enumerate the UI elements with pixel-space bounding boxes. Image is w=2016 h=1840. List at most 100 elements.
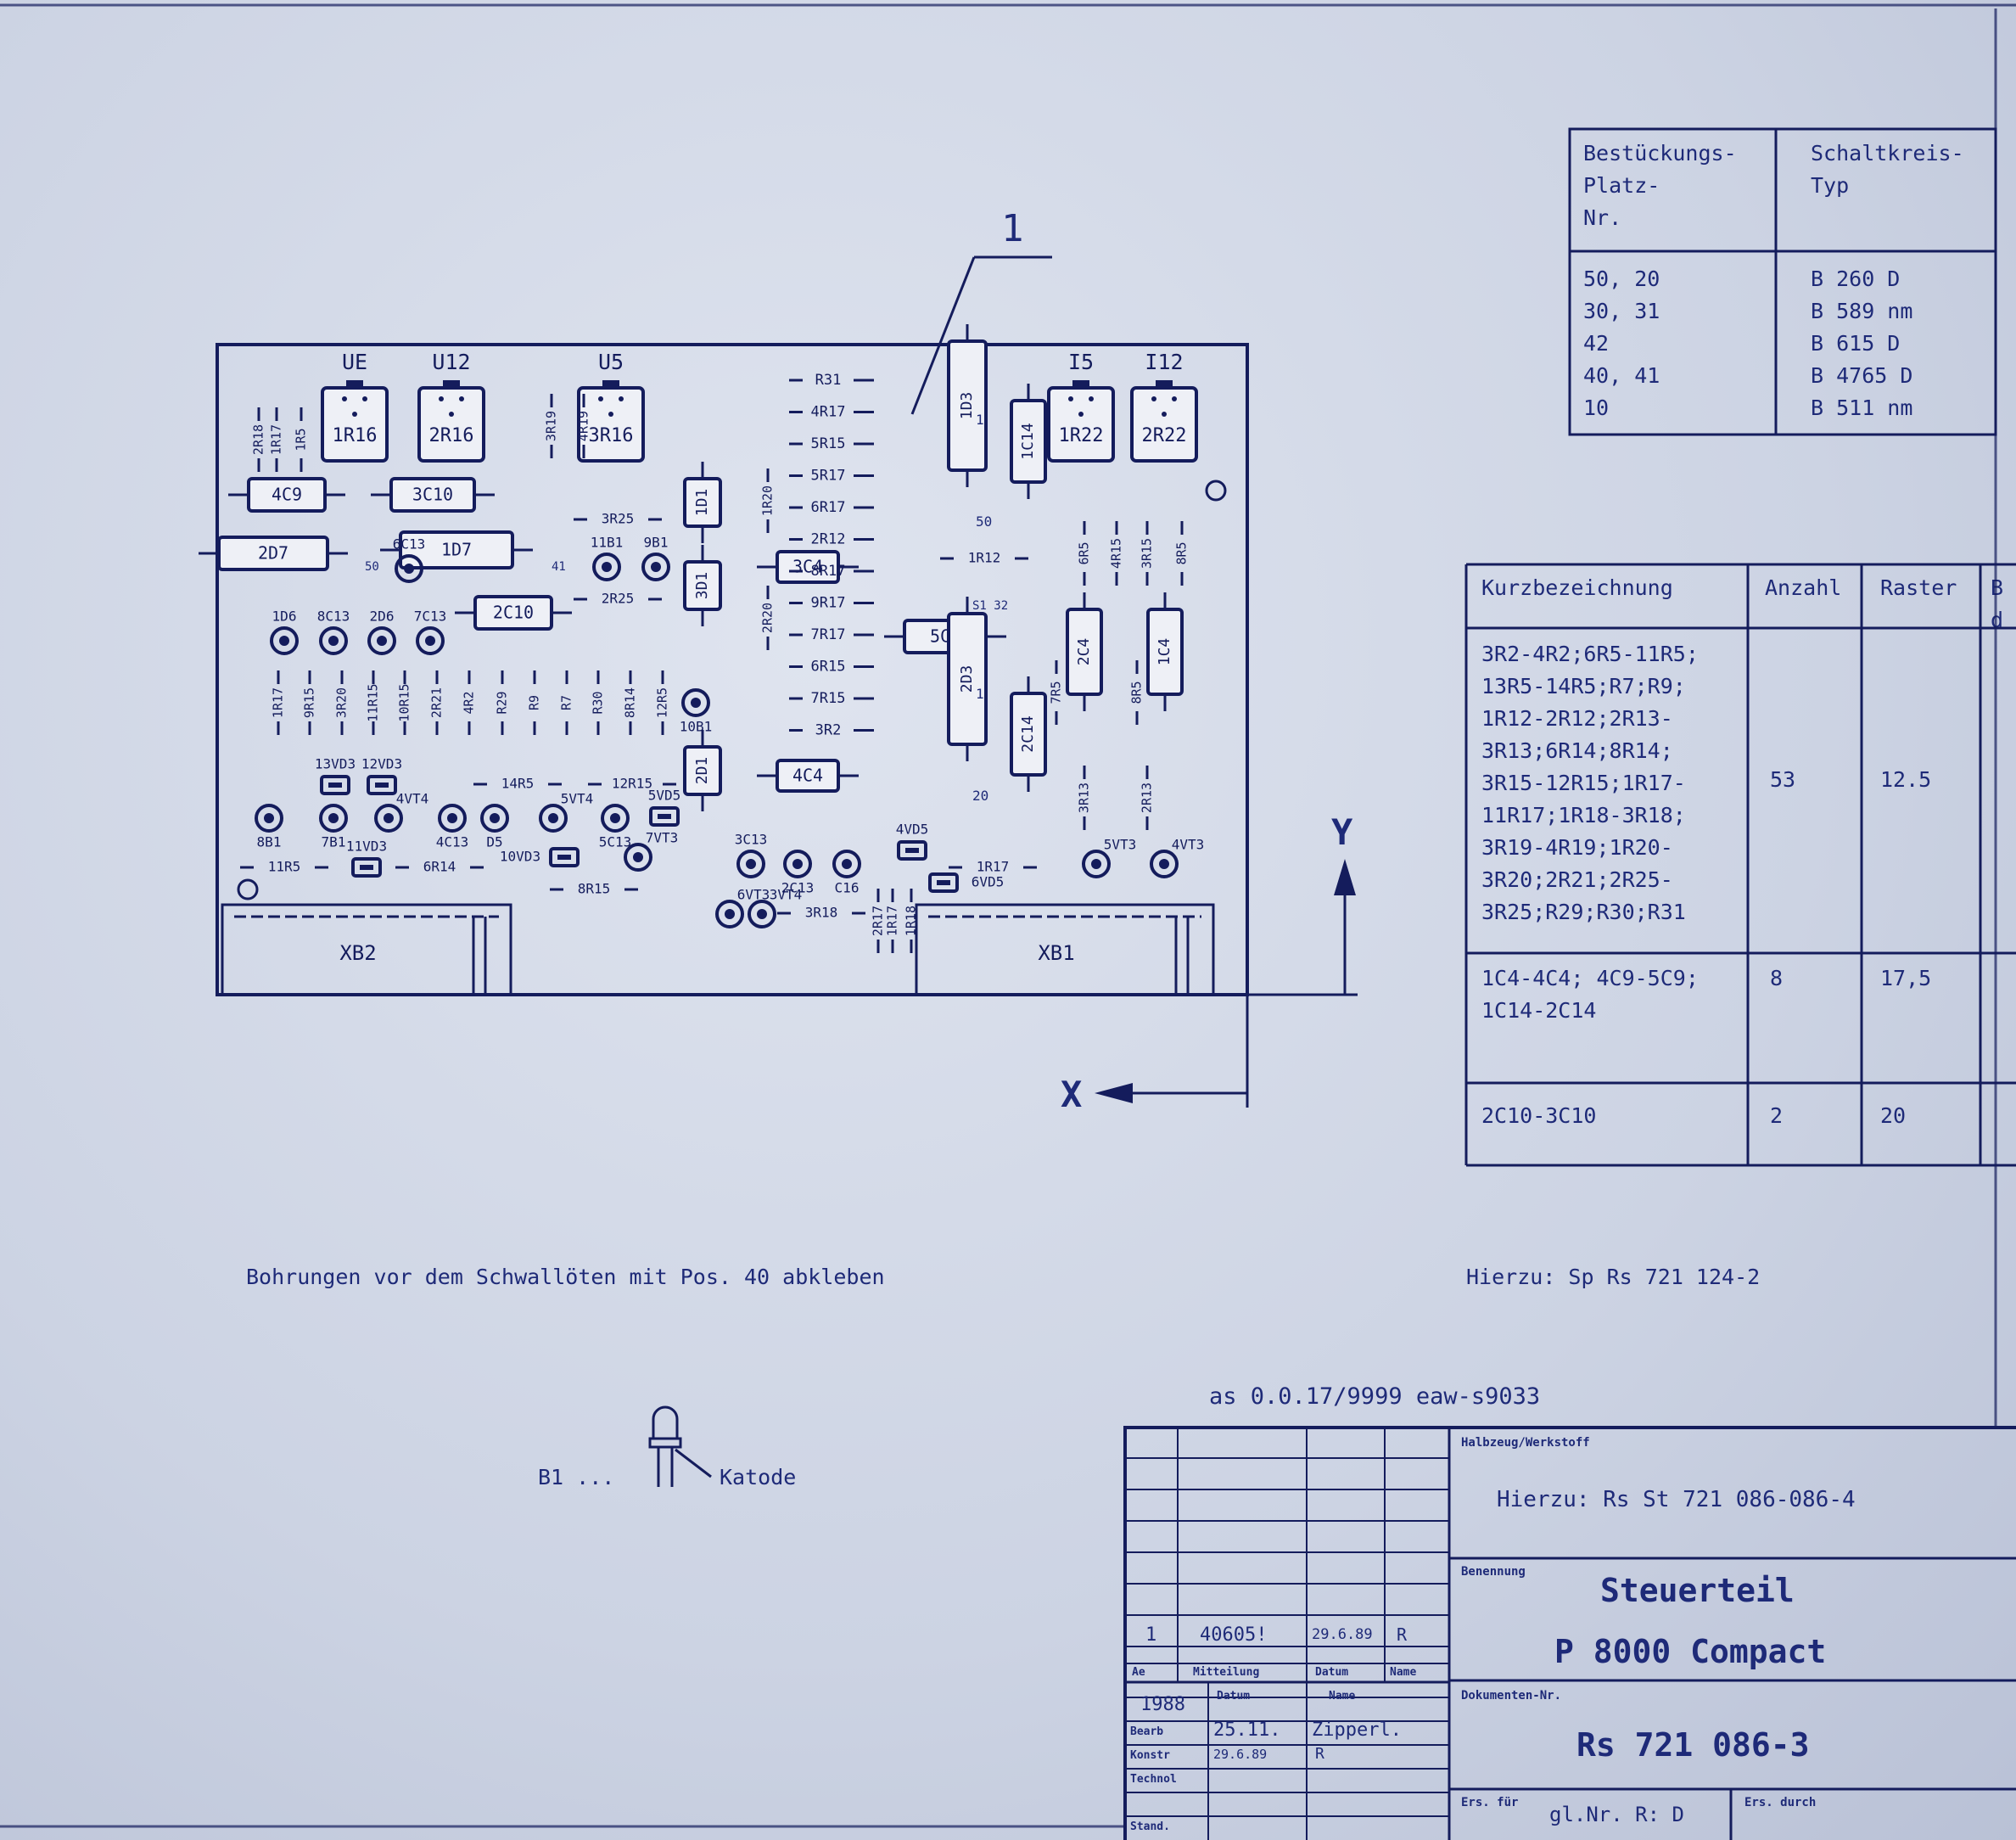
callout-number: 1 bbox=[1001, 207, 1024, 250]
table1-cell-place: 30, 31 bbox=[1583, 299, 1660, 323]
resistor-label: 12R15 bbox=[612, 776, 652, 792]
resistor-label: 3R20 bbox=[334, 687, 350, 718]
round-component-core bbox=[602, 562, 612, 572]
stand-label: Stand. bbox=[1130, 1820, 1170, 1833]
connector-body bbox=[915, 903, 1215, 996]
resistor-label: 1R17 bbox=[271, 687, 286, 718]
resistor-label: 1R17 bbox=[885, 906, 900, 936]
table1-cell-type: B 4765 D bbox=[1811, 363, 1913, 388]
resistor-label: 3R15 bbox=[1140, 538, 1155, 569]
resistor-label: 8R15 bbox=[578, 881, 611, 897]
diode-pad-core bbox=[937, 880, 950, 885]
component-label: 7C13 bbox=[414, 609, 447, 625]
diode-pad-core bbox=[375, 783, 389, 788]
resistor-label: 9R17 bbox=[811, 595, 846, 612]
potentiometer-body bbox=[1047, 386, 1115, 463]
potentiometer-pin bbox=[608, 412, 613, 417]
round-component-core bbox=[548, 813, 558, 823]
potentiometer-pin bbox=[439, 396, 444, 401]
table2-cell-raster: 17,5 bbox=[1880, 966, 1932, 990]
d3-pin50-label: 50 bbox=[976, 513, 993, 530]
potentiometer-pin bbox=[1172, 396, 1177, 401]
component-label: 13VD3 bbox=[315, 756, 356, 772]
round-component bbox=[395, 554, 423, 583]
resistor-label: R9 bbox=[527, 695, 542, 710]
led-b1-label: B1 ... bbox=[538, 1465, 615, 1489]
component-label: 2D1 bbox=[693, 757, 711, 785]
round-component-core bbox=[633, 852, 643, 862]
component-label: 3VT4 bbox=[770, 887, 803, 903]
change-header-index: Ae bbox=[1132, 1666, 1145, 1679]
component-label: 6C13 bbox=[393, 536, 426, 553]
potentiometer-pin bbox=[459, 396, 464, 401]
resistor-label: 11R15 bbox=[366, 683, 381, 721]
title-line-2: P 8000 Compact bbox=[1554, 1633, 1827, 1670]
round-component bbox=[736, 850, 765, 878]
resistor-label: 7R15 bbox=[811, 690, 846, 707]
table2-cell-name: 1C4-4C4; 4C9-5C9; 1C14-2C14 bbox=[1481, 966, 1699, 1023]
component-label: 4C9 bbox=[272, 485, 302, 505]
component-body bbox=[1010, 399, 1047, 484]
component-body bbox=[217, 536, 329, 571]
round-component bbox=[1082, 850, 1111, 878]
diode-pad bbox=[928, 872, 959, 893]
potentiometer-title: U12 bbox=[432, 350, 470, 374]
table1-cell-type: B 589 nm bbox=[1811, 299, 1913, 323]
callout-leader bbox=[910, 256, 976, 415]
potentiometer-label: 2R22 bbox=[1142, 425, 1187, 446]
table1-header-place: Bestückungs- Platz- Nr. bbox=[1583, 141, 1737, 230]
potentiometer-pin bbox=[342, 396, 347, 401]
component-body bbox=[683, 745, 722, 796]
resistor-label: 3R25 bbox=[602, 511, 635, 527]
component-label: 7VT3 bbox=[646, 830, 679, 846]
bearb-label: Bearb bbox=[1130, 1725, 1164, 1738]
year-value: 1988 bbox=[1140, 1694, 1185, 1715]
resistor-label: 4R17 bbox=[811, 404, 846, 421]
resistor-label: 6R5 bbox=[1077, 541, 1092, 564]
round-component-core bbox=[691, 698, 701, 708]
resistor-label: 2R13 bbox=[1140, 783, 1155, 813]
round-component-core bbox=[610, 813, 620, 823]
component-label: 1D6 bbox=[272, 609, 297, 625]
potentiometer-tab bbox=[602, 380, 619, 389]
component-body bbox=[247, 477, 327, 513]
round-component-core bbox=[792, 859, 803, 869]
component-label: 1C14 bbox=[1019, 423, 1037, 459]
round-component-core bbox=[842, 859, 852, 869]
diode-pad-core bbox=[905, 848, 919, 853]
potentiometer-title: I5 bbox=[1068, 350, 1094, 374]
resistor-label: 5R17 bbox=[811, 468, 846, 485]
component-label: 2C4 bbox=[1075, 638, 1093, 666]
resistor-label: 4R15 bbox=[1109, 538, 1124, 569]
potentiometer-label: 2R16 bbox=[429, 425, 474, 446]
resistor-label: 4R19 bbox=[576, 411, 591, 441]
round-component-core bbox=[264, 813, 274, 823]
change-header-name: Name bbox=[1390, 1666, 1417, 1679]
round-component bbox=[783, 850, 812, 878]
round-component bbox=[367, 626, 396, 655]
connector-body bbox=[221, 903, 512, 996]
resistor-label: 14R5 bbox=[501, 776, 535, 792]
component-body bbox=[776, 759, 840, 793]
resistor-label: 2R17 bbox=[871, 906, 886, 936]
round-component bbox=[480, 804, 509, 833]
round-component-core bbox=[757, 909, 767, 919]
round-component bbox=[319, 626, 348, 655]
potentiometer-pin bbox=[1162, 412, 1167, 417]
potentiometer-pin bbox=[1068, 396, 1073, 401]
component-body bbox=[1066, 608, 1103, 696]
resistor-label: R7 bbox=[559, 695, 574, 710]
resistor-label: 2R25 bbox=[602, 591, 635, 607]
component-label: 8C13 bbox=[317, 609, 350, 625]
component-body bbox=[473, 595, 553, 631]
potentiometer-tab bbox=[1072, 380, 1089, 389]
ers-fuer-label: Ers. für bbox=[1461, 1796, 1519, 1809]
table2-cell-name: 2C10-3C10 bbox=[1481, 1103, 1597, 1128]
round-component-core bbox=[447, 813, 457, 823]
round-component bbox=[255, 804, 283, 833]
component-body bbox=[683, 560, 722, 611]
component-label: 4VT3 bbox=[1172, 837, 1205, 853]
d3-marker-label: S1 32 bbox=[972, 599, 1009, 613]
